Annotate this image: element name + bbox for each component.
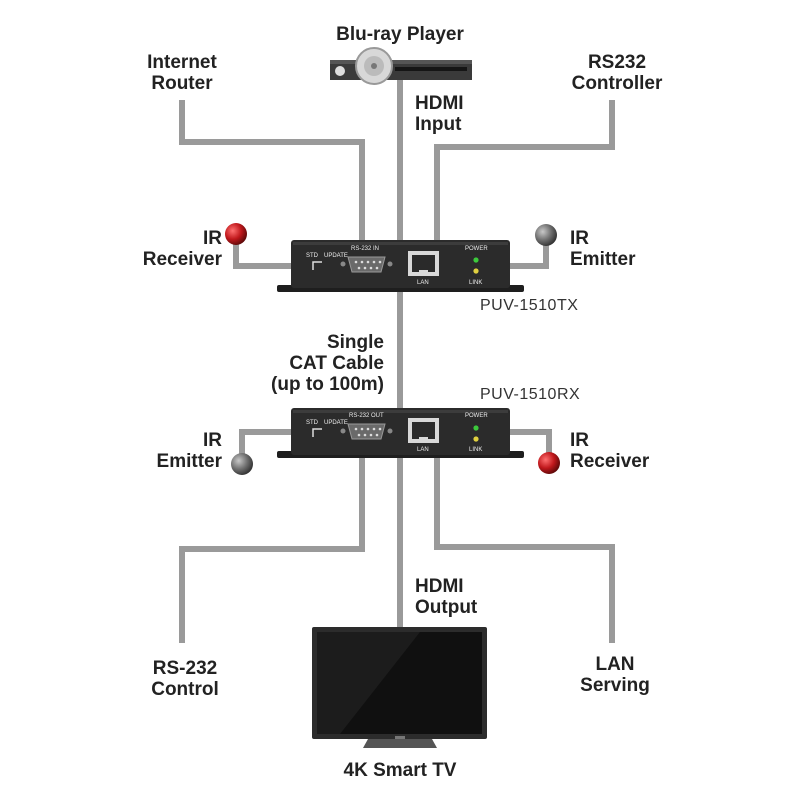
rx-model-label: PUV-1510RX [480,386,581,403]
rx-update-text: UPDATE [324,420,348,426]
bluray-player-device [330,47,472,85]
tx-ir-receiver-label: IR Receiver [142,228,222,270]
tx-model-label: PUV-1510TX [480,297,579,314]
rx-unit-device: STD UPDATE RS-232 OUT LAN POWER LINK [277,408,524,458]
rx-rs232-text: RS-232 OUT [349,413,384,419]
tx-rs232-text: RS-232 IN [351,246,379,252]
rx-power-text: POWER [465,413,488,419]
router-wire [179,100,365,240]
rx-ir-emitter-icon [231,453,253,475]
rx-ir-emitter-label: IR Emitter [156,430,222,472]
cat-cable-label: Single CAT Cable (up to 100m) [271,332,384,395]
rs232-control-wire [179,458,365,643]
tx-ir-receiver-wire [233,240,292,269]
tx-std-text: STD [306,253,319,259]
lan-serving-label: LAN Serving [580,654,650,696]
rx-link-text: LINK [469,447,482,453]
rs232-control-label: RS-232 Control [151,658,219,700]
bluray-player-label: Blu-ray Player [336,24,464,45]
tx-link-text: LINK [469,280,482,286]
internet-router-label: Internet Router [147,52,217,94]
hdmi-output-label: HDMI Output [415,576,478,618]
tx-ir-emitter-label: IR Emitter [570,228,636,270]
rx-lan-text: LAN [417,447,429,453]
rs232-controller-wire [434,100,615,240]
tv-icon [312,627,487,748]
tx-lan-text: LAN [417,280,429,286]
tv-label: 4K Smart TV [343,760,457,781]
rx-std-text: STD [306,420,319,426]
tx-ir-receiver-icon [225,223,247,245]
rx-ir-receiver-wire [510,429,552,458]
hdmi-input-label: HDMI Input [415,93,464,135]
rx-ir-receiver-icon [538,452,560,474]
tx-ir-emitter-icon [535,224,557,246]
tx-power-text: POWER [465,246,488,252]
rs232-controller-label: RS232 Controller [571,52,663,94]
lan-serving-wire [434,458,615,643]
tx-ir-emitter-wire [510,242,549,269]
tx-update-text: UPDATE [324,253,348,259]
rx-ir-emitter-wire [239,429,292,458]
tx-unit-device: STD UPDATE RS-232 IN LAN POWER LINK [277,240,524,292]
rx-ir-receiver-label: IR Receiver [570,430,650,472]
